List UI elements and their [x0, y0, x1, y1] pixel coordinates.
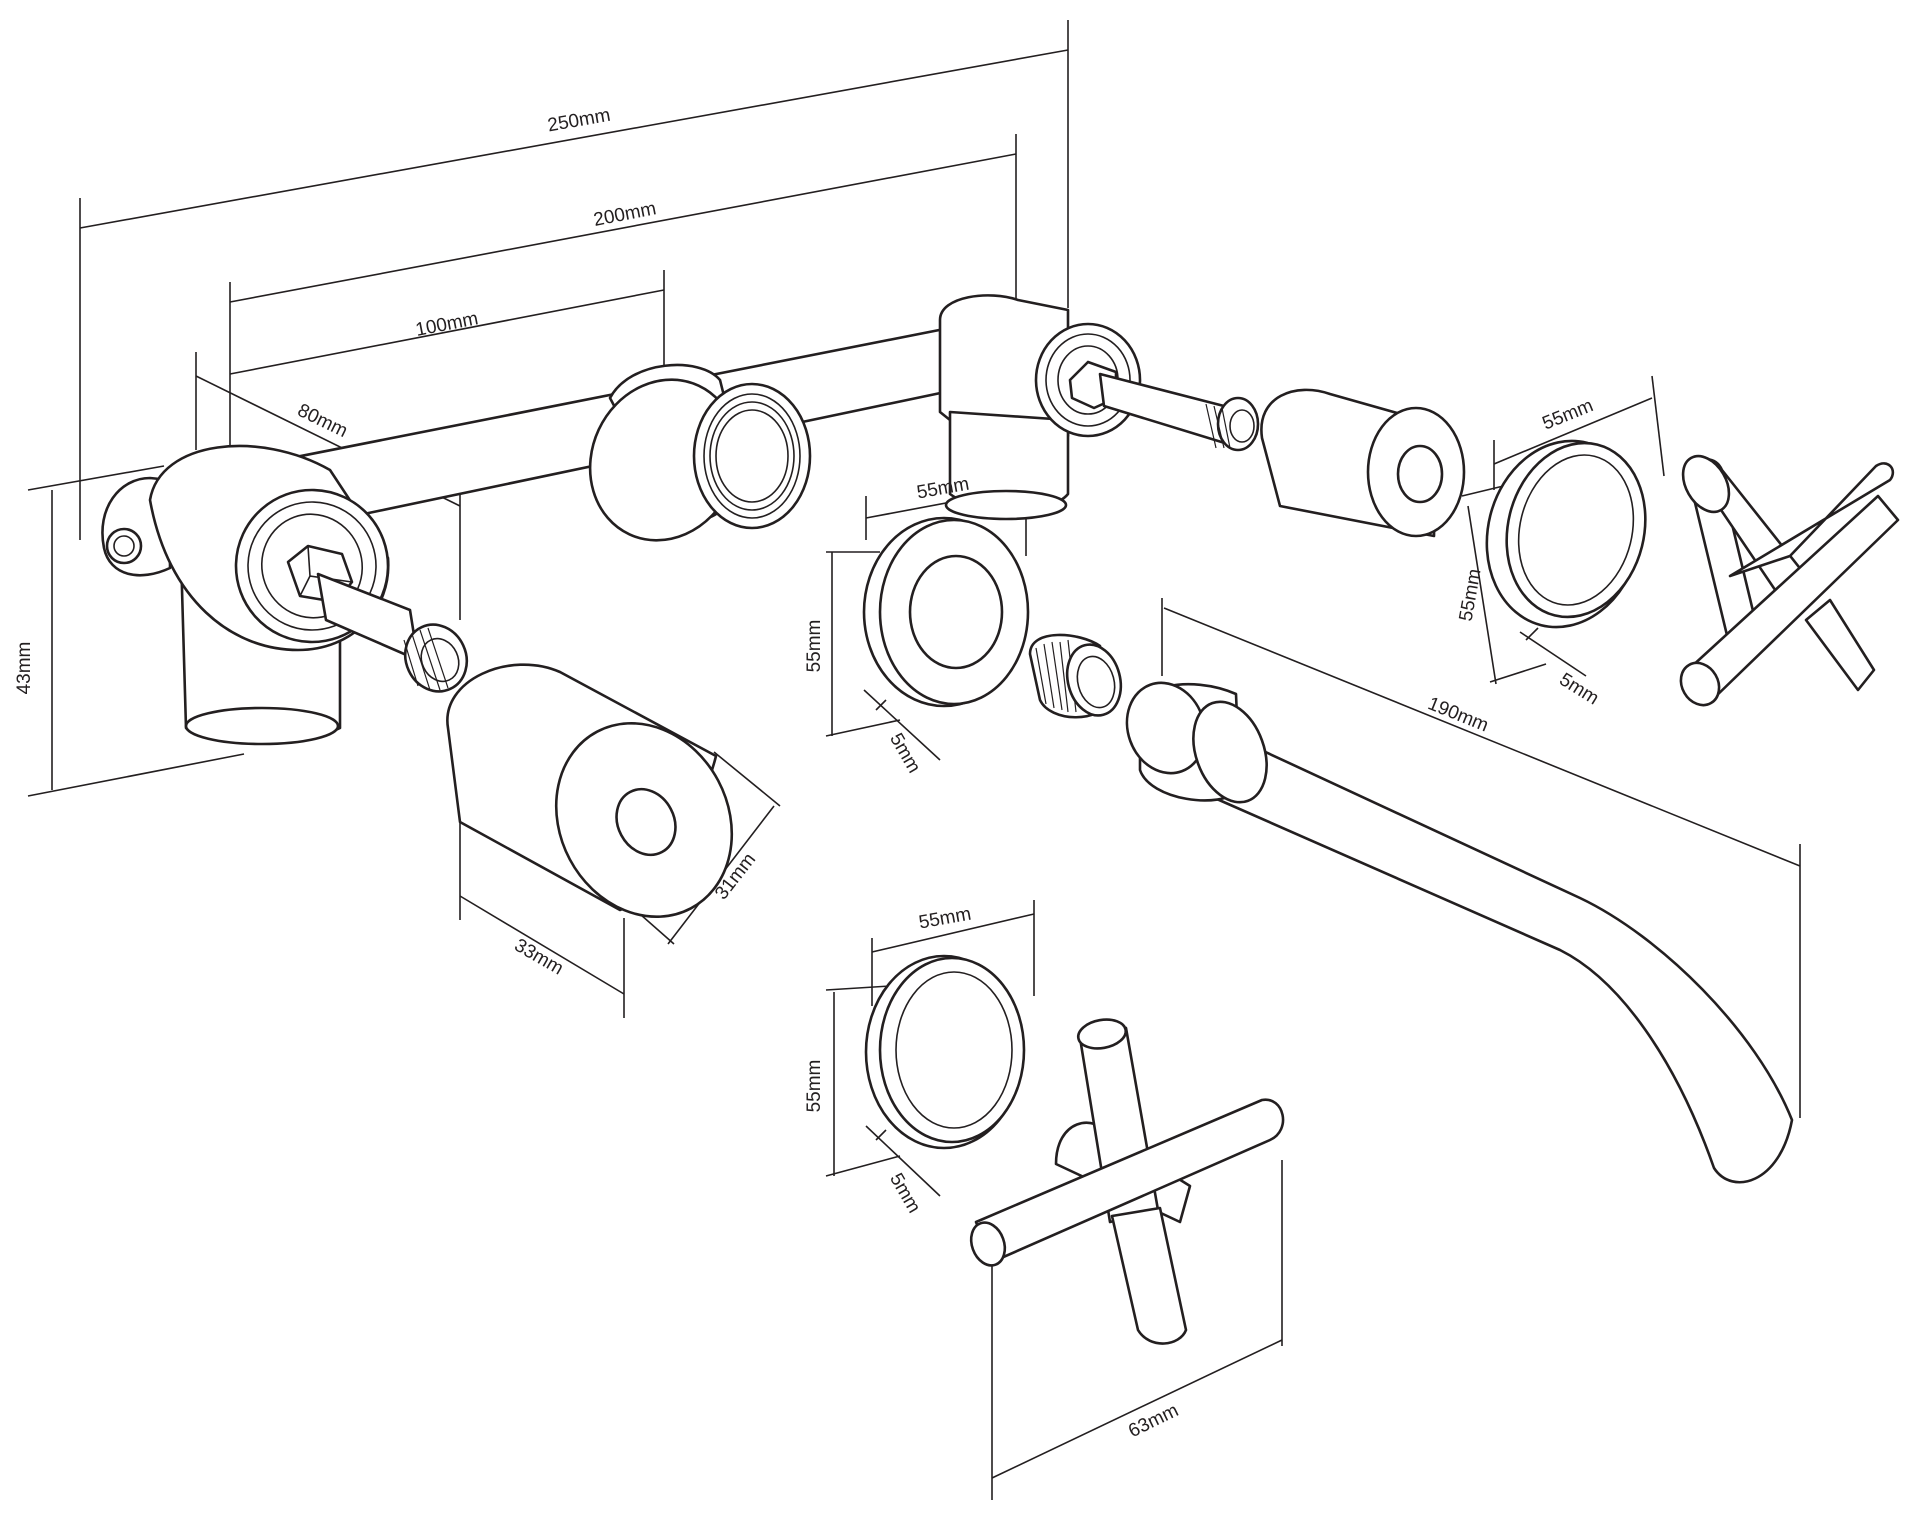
cross-handle-right — [1679, 454, 1900, 707]
flange-right — [1485, 439, 1647, 629]
label-lever-length: 33mm — [511, 935, 567, 980]
valve-body — [101, 294, 1260, 746]
dimension-labels: 250mm 200mm 100mm 80mm 43mm 31mm 33mm 55… — [14, 105, 1602, 1442]
label-spout-length: 190mm — [1425, 693, 1492, 736]
label-handle-span: 63mm — [1125, 1400, 1182, 1442]
label-flange-right-width: 55mm — [1540, 395, 1597, 434]
label-body-height: 43mm — [14, 642, 35, 695]
handle-sleeve-right — [1260, 388, 1466, 538]
flange-center — [862, 516, 1030, 708]
label-flange-right-height: 55mm — [1456, 567, 1486, 623]
label-flange-center-height: 55mm — [804, 620, 825, 673]
label-valve-spacing: 100mm — [414, 308, 480, 341]
label-overall-width: 250mm — [546, 105, 612, 137]
label-flange-right-thickness: 5mm — [1555, 669, 1602, 709]
cross-handle-bottom — [969, 1018, 1285, 1345]
label-flange-center-thickness: 5mm — [885, 730, 924, 777]
label-outlet-spacing: 200mm — [592, 198, 658, 231]
label-flange-bottom-height: 55mm — [804, 1060, 825, 1113]
flange-bottom — [864, 954, 1026, 1150]
adaptor-nipple — [1028, 633, 1123, 719]
handle-sleeve-left — [446, 663, 734, 919]
label-body-depth: 80mm — [294, 400, 351, 442]
spout — [1125, 681, 1794, 1184]
label-flange-bottom-width: 55mm — [917, 904, 973, 934]
